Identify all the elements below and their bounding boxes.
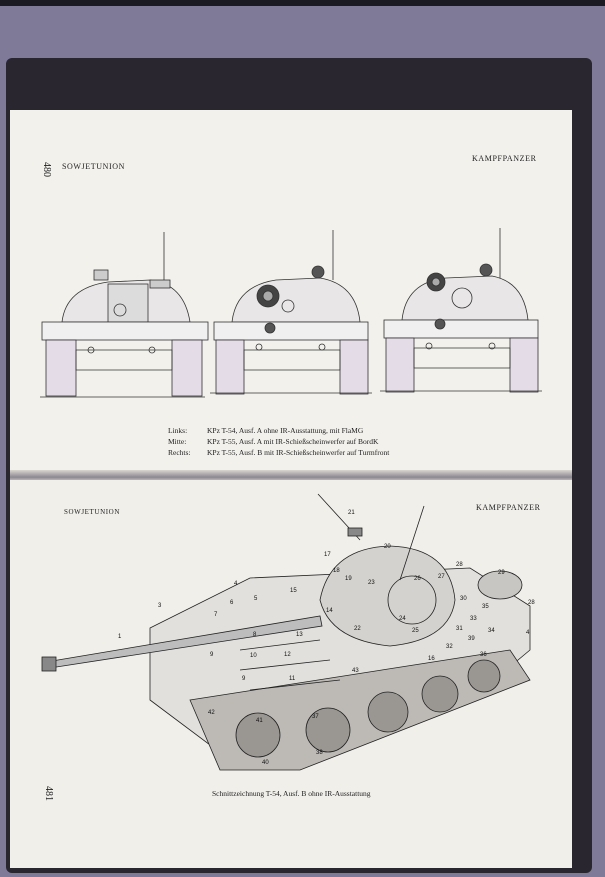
callout-22: 22 [354, 626, 361, 632]
callout-23: 23 [368, 580, 375, 586]
callout-11: 11 [289, 676, 296, 682]
callout-17: 17 [324, 552, 331, 558]
callout-15: 15 [290, 588, 297, 594]
tank-front-left [40, 232, 209, 398]
callout-37: 37 [312, 714, 319, 720]
caption-key: Mitte: [168, 437, 187, 446]
callout-9b: 9 [242, 676, 246, 682]
callout-26: 26 [414, 576, 421, 582]
callout-28: 28 [456, 562, 463, 568]
callout-8: 8 [253, 632, 257, 638]
callout-24: 24 [399, 616, 406, 622]
callout-29: 29 [498, 570, 505, 576]
callout-numbers: 1 3 4 4 5 6 7 8 9 9 10 11 12 13 14 15 17… [118, 510, 535, 766]
callout-6: 6 [230, 600, 234, 606]
caption-row-left: Links: KPz T-54, Ausf. A ohne IR-Ausstat… [168, 425, 389, 436]
caption-row-right: Rechts: KPz T-55, Ausf. B mit IR-Schießs… [168, 447, 389, 458]
tank-front-right [380, 228, 542, 393]
tank-front-middle [210, 230, 372, 395]
callout-36: 36 [480, 652, 487, 658]
book-top-edge [0, 0, 605, 6]
callout-28b: 28 [528, 600, 535, 606]
callout-4b: 4 [526, 630, 530, 636]
callout-39: 39 [468, 636, 475, 642]
callout-43: 43 [352, 668, 359, 674]
caption-row-middle: Mitte: KPz T-55, Ausf. A mit IR-Schießsc… [168, 436, 389, 447]
callout-35: 35 [482, 604, 489, 610]
callout-9: 9 [210, 652, 214, 658]
header-right-480: KAMPFPANZER [472, 154, 537, 163]
callout-12: 12 [284, 652, 291, 658]
callout-10: 10 [250, 653, 257, 659]
header-left-481: SOWJETUNION [64, 508, 120, 516]
callout-14: 14 [326, 608, 333, 614]
callout-7: 7 [214, 612, 218, 618]
callout-41: 41 [256, 718, 263, 724]
header-left-480: SOWJETUNION [62, 162, 126, 171]
caption-cutaway: Schnittzeichnung T-54, Ausf. B ohne IR-A… [212, 789, 371, 798]
caption-key: Links: [168, 426, 188, 435]
caption-text: KPz T-55, Ausf. B mit IR-Schießscheinwer… [207, 448, 390, 457]
callout-4: 4 [234, 581, 238, 587]
callout-31: 31 [456, 626, 463, 632]
callout-34: 34 [488, 628, 495, 634]
callout-18: 18 [333, 568, 340, 574]
callout-32: 32 [446, 644, 453, 650]
callout-21: 21 [348, 510, 355, 516]
callout-33: 33 [470, 616, 477, 622]
callout-13: 13 [296, 632, 303, 638]
callout-16: 16 [428, 656, 435, 662]
caption-text: KPz T-54, Ausf. A ohne IR-Ausstattung, m… [207, 426, 364, 435]
callout-25: 25 [412, 628, 419, 634]
callout-30: 30 [460, 596, 467, 602]
callout-19: 19 [345, 576, 352, 582]
callout-42: 42 [208, 710, 215, 716]
callout-27: 27 [438, 574, 445, 580]
caption-front-views: Links: KPz T-54, Ausf. A ohne IR-Ausstat… [168, 425, 389, 458]
callout-20: 20 [384, 544, 391, 550]
header-right-481: KAMPFPANZER [476, 503, 541, 512]
caption-key: Rechts: [168, 448, 191, 457]
callout-1: 1 [118, 634, 122, 640]
callout-5: 5 [254, 596, 258, 602]
book-gutter [10, 470, 572, 482]
callout-3: 3 [158, 603, 162, 609]
callout-38: 38 [316, 750, 323, 756]
caption-text: KPz T-55, Ausf. A mit IR-Schießscheinwer… [207, 437, 379, 446]
callout-40: 40 [262, 760, 269, 766]
